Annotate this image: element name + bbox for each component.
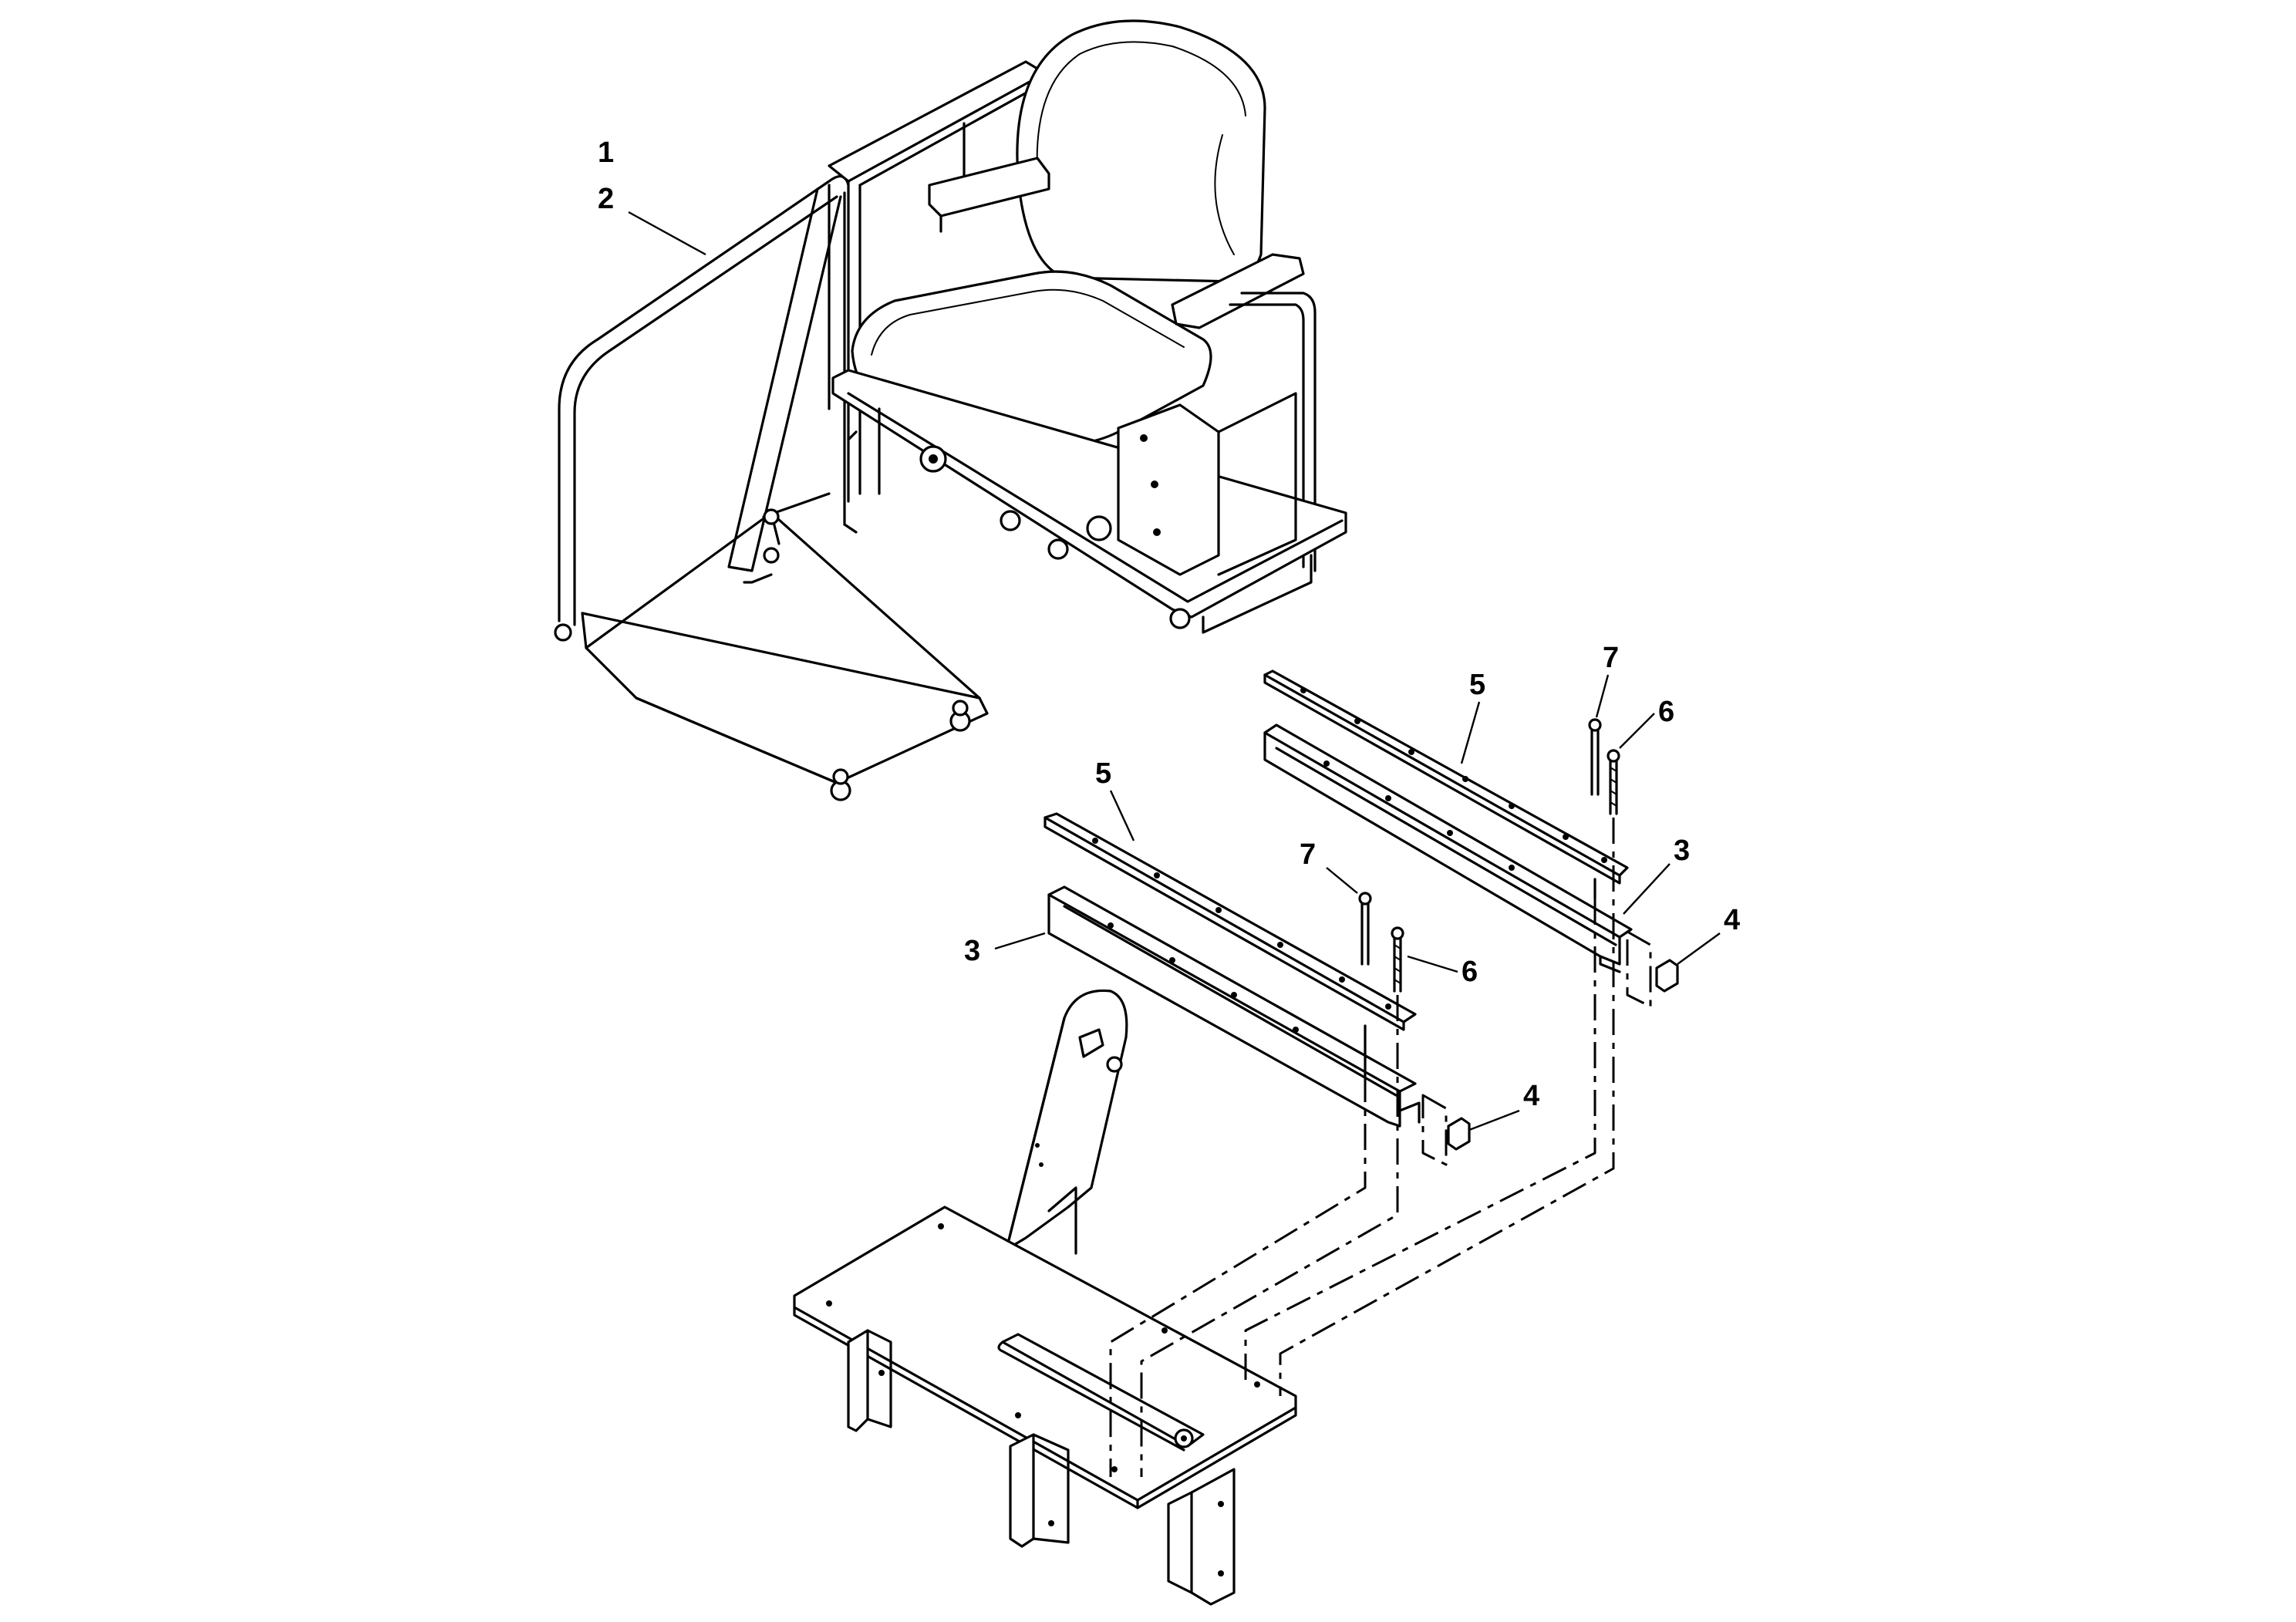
- rear-panel: [828, 60, 1047, 503]
- rail-channel-upper: [1263, 723, 1633, 973]
- bolt-lower-short: [1391, 926, 1404, 993]
- svg-text:3: 3: [1674, 835, 1690, 867]
- svg-text:2: 2: [598, 183, 614, 215]
- svg-text:7: 7: [1300, 838, 1316, 871]
- callout-6-lower: 6: [1407, 955, 1478, 988]
- callout-7-lower: 7: [1300, 838, 1358, 894]
- callout-1: 1: [598, 137, 614, 169]
- callout-3-upper: 3: [1623, 835, 1690, 915]
- bolt-lower-long: [1358, 892, 1372, 1077]
- rail-plate-lower: [1043, 812, 1417, 1031]
- left-armrest: [928, 157, 1050, 233]
- callout-3-lower: 3: [964, 932, 1046, 967]
- svg-text:7: 7: [1603, 642, 1619, 674]
- seat-assembly: [554, 19, 1347, 801]
- callout-5-lower: 5: [1095, 757, 1135, 841]
- footplate: [581, 511, 989, 801]
- svg-text:5: 5: [1469, 669, 1485, 701]
- callout-6-upper: 6: [1619, 696, 1674, 749]
- rail-channel-lower: [1047, 885, 1421, 1128]
- svg-text:6: 6: [1462, 956, 1478, 988]
- alignment-lines: [1109, 818, 1615, 1477]
- callout-7-upper: 7: [1595, 642, 1619, 718]
- svg-text:3: 3: [964, 935, 980, 967]
- right-armrest: [1171, 253, 1317, 572]
- callout-2: 2: [598, 183, 706, 256]
- svg-text:5: 5: [1095, 757, 1111, 790]
- handrail-frame: [554, 175, 858, 642]
- spacer-block-upper: [1626, 930, 1679, 1008]
- callout-4-lower: 4: [1468, 1080, 1539, 1131]
- seat-back: [1016, 19, 1266, 283]
- svg-text:4: 4: [1523, 1080, 1539, 1112]
- bolt-upper-short: [1607, 749, 1620, 815]
- callout-4-upper: 4: [1677, 904, 1740, 965]
- callout-5-upper: 5: [1460, 669, 1485, 764]
- svg-text:4: 4: [1724, 904, 1740, 936]
- svg-text:6: 6: [1658, 696, 1674, 728]
- spacer-block-lower: [1421, 1094, 1471, 1166]
- seat-base: [831, 369, 1347, 634]
- base-pedestal: [793, 989, 1297, 1606]
- rail-plate-upper: [1263, 669, 1629, 885]
- svg-text:1: 1: [598, 137, 614, 169]
- bolt-upper-long: [1588, 718, 1602, 900]
